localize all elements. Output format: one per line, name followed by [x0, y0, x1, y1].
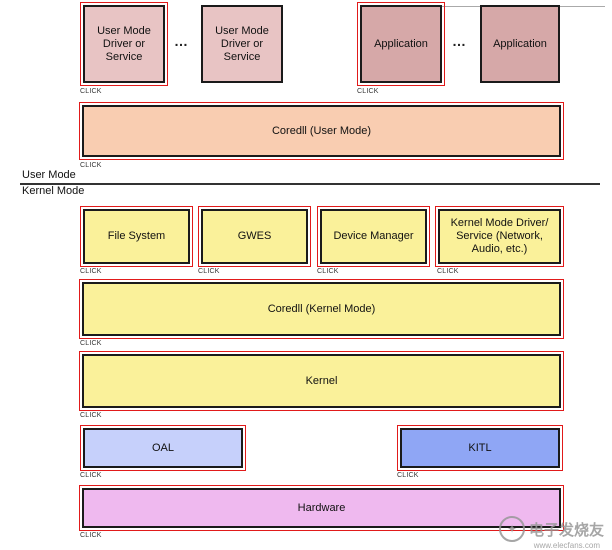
ellipsis: … — [452, 33, 466, 49]
kernel-label: Kernel — [305, 374, 338, 387]
user-mode-driver-label: User Mode Driver or Service — [215, 24, 269, 63]
application-label: Application — [493, 37, 547, 50]
file-system-label: File System — [107, 230, 166, 242]
kernel-mode-driver-box[interactable]: Kernel Mode Driver/ Service (Network, Au… — [438, 209, 561, 264]
device-manager-label: Device Manager — [333, 230, 414, 242]
click-frame — [317, 206, 430, 267]
gwes-box[interactable]: GWES — [201, 209, 308, 264]
watermark-text: 电子发烧友 — [528, 521, 604, 539]
hardware-box[interactable]: Hardware — [82, 488, 561, 528]
coredll-user-mode-label: Coredll (User Mode) — [271, 124, 372, 137]
click-label: CLICK — [80, 268, 102, 275]
user-mode-driver-box-1[interactable]: User Mode Driver or Service — [83, 5, 165, 83]
application-label: Application — [374, 37, 428, 50]
click-label: CLICK — [80, 532, 102, 539]
user-mode-driver-box-2[interactable]: User Mode Driver or Service — [201, 5, 283, 83]
user-mode-label: User Mode — [22, 169, 76, 181]
click-frame — [435, 206, 564, 267]
click-frame — [80, 206, 193, 267]
coredll-kernel-mode-box[interactable]: Coredll (Kernel Mode) — [82, 282, 561, 336]
file-system-box[interactable]: File System — [83, 209, 190, 264]
kernel-box[interactable]: Kernel — [82, 354, 561, 408]
click-label: CLICK — [80, 472, 102, 479]
click-label: CLICK — [80, 340, 102, 347]
click-frame — [79, 279, 564, 339]
oal-label: OAL — [151, 441, 174, 454]
gwes-label: GWES — [237, 230, 272, 242]
click-frame — [79, 102, 564, 160]
click-label: CLICK — [80, 412, 102, 419]
application-box-1[interactable]: Application — [360, 5, 442, 83]
mode-divider — [20, 183, 600, 185]
click-label: CLICK — [317, 268, 339, 275]
click-frame — [198, 206, 311, 267]
click-frame — [357, 2, 445, 86]
click-frame — [80, 425, 246, 471]
click-frame — [80, 2, 168, 86]
hardware-label: Hardware — [297, 501, 346, 514]
device-manager-box[interactable]: Device Manager — [320, 209, 427, 264]
watermark-url: www.elecfans.com — [533, 541, 600, 550]
click-label: CLICK — [80, 162, 102, 169]
coredll-kernel-mode-label: Coredll (Kernel Mode) — [267, 302, 376, 315]
click-frame — [79, 351, 564, 411]
application-box-2[interactable]: Application — [480, 5, 560, 83]
click-label: CLICK — [357, 88, 379, 95]
kitl-box[interactable]: KITL — [400, 428, 560, 468]
click-label: CLICK — [437, 268, 459, 275]
click-label: CLICK — [198, 268, 220, 275]
click-frame — [397, 425, 563, 471]
kernel-mode-driver-label: Kernel Mode Driver/ Service (Network, Au… — [450, 217, 549, 255]
ellipsis: … — [174, 33, 188, 49]
oal-box[interactable]: OAL — [83, 428, 243, 468]
coredll-user-mode-box[interactable]: Coredll (User Mode) — [82, 105, 561, 157]
click-frame — [79, 485, 564, 531]
watermark: ✦ 电子发烧友 — [498, 516, 604, 542]
user-mode-driver-label: User Mode Driver or Service — [97, 24, 151, 63]
watermark-logo-icon: ✦ — [498, 516, 525, 542]
click-label: CLICK — [80, 88, 102, 95]
kernel-mode-label: Kernel Mode — [22, 185, 85, 197]
click-label: CLICK — [397, 472, 419, 479]
kitl-label: KITL — [468, 441, 492, 454]
